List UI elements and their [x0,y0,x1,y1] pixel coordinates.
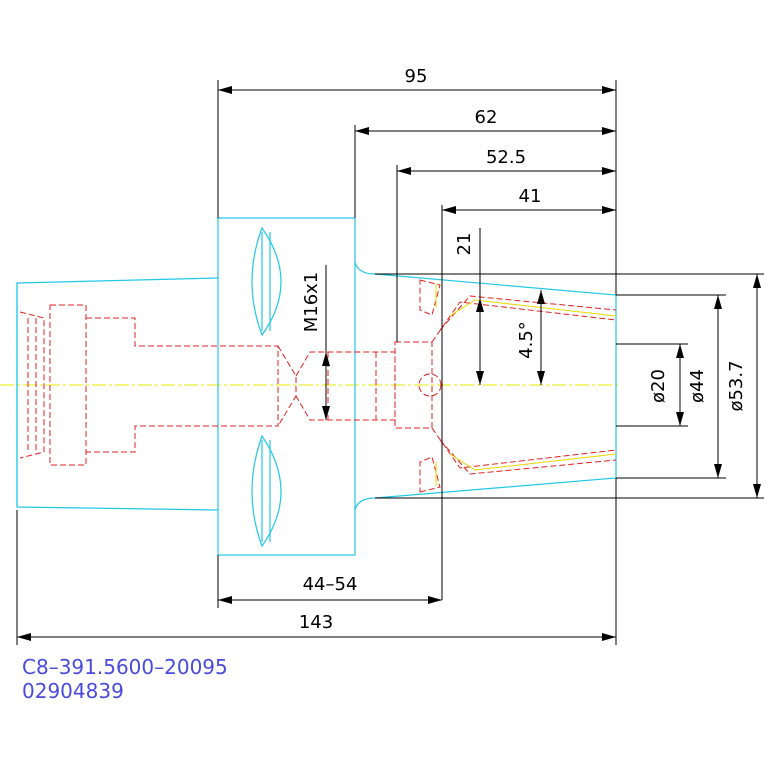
part-code: 02904839 [22,679,124,703]
diameter-dimensions: ø20 ø44 ø53.7 [375,273,764,499]
bottom-dimensions: 44–54 143 [16,478,617,645]
internal-dimensions: 21 4.5° M16x1 [301,228,545,420]
angle-label: 4.5° [516,321,537,359]
dim-143-label: 143 [299,612,333,633]
dim-52-5-label: 52.5 [486,147,526,168]
part-number: C8–391.5600–20095 [22,655,228,679]
top-dimensions: 95 62 52.5 41 [217,66,617,600]
dim-62-label: 62 [475,107,498,128]
thread-label: M16x1 [301,272,322,333]
dia53-7-label: ø53.7 [726,360,747,411]
dia44-label: ø44 [687,369,708,403]
dia20-label: ø20 [648,369,669,403]
hidden-features [19,279,617,493]
dim-44-54-label: 44–54 [303,574,358,595]
title-block: C8–391.5600–20095 02904839 [22,655,228,703]
dim-41-label: 41 [519,186,542,207]
collet-detail [435,284,617,486]
tool-holder-outline [16,217,617,556]
dim-95-label: 95 [405,66,428,87]
dim-21-label: 21 [454,233,475,256]
